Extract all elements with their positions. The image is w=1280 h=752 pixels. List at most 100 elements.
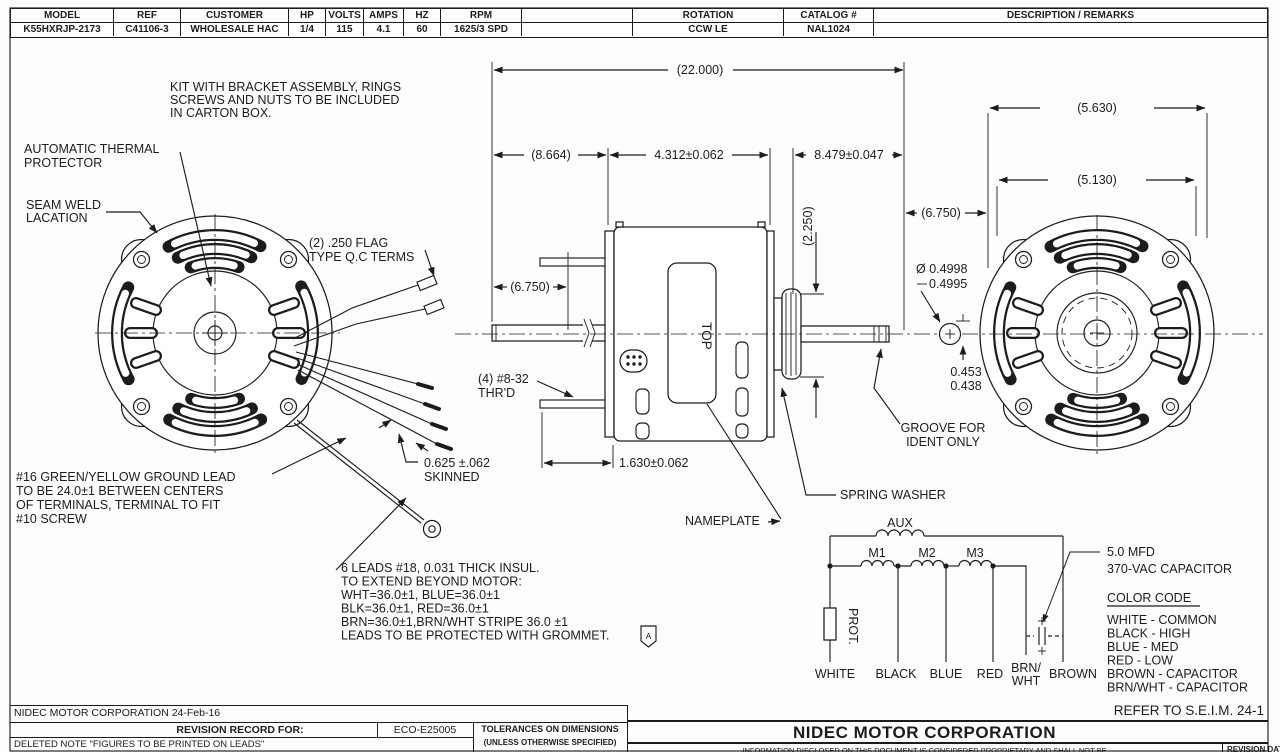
- svg-text:0.438: 0.438: [950, 379, 981, 393]
- dim-left-shaft: (6.750): [510, 280, 550, 294]
- svg-text:TO BE 24.0±1 BETWEEN CENTERS: TO BE 24.0±1 BETWEEN CENTERS: [16, 484, 223, 498]
- capacitor-symbol: [1026, 617, 1063, 655]
- dim-left-len: (8.664): [531, 148, 571, 162]
- val-ref: C41106-3: [114, 22, 181, 36]
- lead-red: RED: [977, 667, 1003, 681]
- lead-black: BLACK: [876, 667, 918, 681]
- motor-leads: [292, 274, 453, 539]
- svg-text:WHT: WHT: [1012, 674, 1041, 688]
- svg-text:PROTECTOR: PROTECTOR: [24, 156, 102, 170]
- title-table: MODEL REF CUSTOMER HP VOLTS AMPS HZ RPM …: [10, 8, 1268, 38]
- svg-text:BLACK - HIGH: BLACK - HIGH: [1107, 627, 1190, 641]
- col-description: DESCRIPTION / REMARKS: [874, 9, 1267, 23]
- revision-record-label: REVISION RECORD FOR:: [176, 724, 304, 736]
- leader-lines: [106, 151, 941, 571]
- val-model: K55HXRJP-2173: [11, 22, 114, 36]
- val-customer: WHOLESALE HAC: [181, 22, 289, 36]
- svg-text:RED - LOW: RED - LOW: [1107, 654, 1173, 668]
- svg-text:IN CARTON BOX.: IN CARTON BOX.: [170, 106, 272, 120]
- col-blank: [522, 9, 633, 23]
- titleblock-border: [627, 742, 1268, 744]
- svg-text:LEADS TO BE PROTECTED WITH GRO: LEADS TO BE PROTECTED WITH GROMMET.: [341, 629, 609, 643]
- wiring-diagram: [823, 529, 1200, 662]
- val-description: [874, 23, 1267, 37]
- svg-text:SCREWS AND NUTS TO BE INCLUDED: SCREWS AND NUTS TO BE INCLUDED: [170, 93, 399, 107]
- svg-text:BRN/WHT - CAPACITOR: BRN/WHT - CAPACITOR: [1107, 681, 1248, 695]
- col-hz: HZ: [404, 9, 441, 23]
- skinned-note: 0.625 ±.062: [424, 456, 490, 470]
- tolerances-line2: (UNLESS OTHERWISE SPECIFIED): [483, 738, 617, 747]
- flag-terminal: [416, 274, 438, 292]
- svg-text:BROWN - CAPACITOR: BROWN - CAPACITOR: [1107, 667, 1238, 681]
- groove-label: GROOVE FOR: [901, 421, 986, 435]
- prot-label: PROT.: [846, 608, 860, 645]
- revision-date-label: REVISION DATE :: [1227, 745, 1280, 752]
- dim-stud-len: 1.630±0.062: [619, 456, 688, 470]
- aux-winding: [875, 529, 925, 537]
- col-ref: REF: [114, 9, 181, 23]
- capacitor-note: 5.0 MFD: [1107, 545, 1155, 559]
- leads-note: 6 LEADS #18, 0.031 THICK INSUL.: [341, 561, 539, 575]
- svg-text:A: A: [646, 632, 652, 641]
- col-rpm: RPM: [441, 9, 522, 23]
- tolerances-box: TOLERANCES ON DIMENSIONS (UNLESS OTHERWI…: [474, 723, 626, 749]
- svg-text:SKINNED: SKINNED: [424, 470, 480, 484]
- shaft-section: [938, 322, 962, 346]
- val-rotation: CCW LE: [633, 22, 784, 36]
- dim-mid-len: 4.312±0.062: [654, 148, 723, 162]
- side-view-motor: [491, 221, 890, 442]
- aux-label: AUX: [887, 516, 913, 530]
- col-catalog: CATALOG #: [784, 9, 874, 23]
- val-hp: 1/4: [289, 22, 326, 36]
- centerlines: [95, 214, 1263, 456]
- tolerances-line1: TOLERANCES ON DIMENSIONS: [481, 724, 619, 734]
- svg-text:#10 SCREW: #10 SCREW: [16, 512, 87, 526]
- proprietary-note: INFORMATION DISCLOSED ON THIS DOCUMENT I…: [742, 746, 1107, 752]
- footer-divider: [10, 737, 473, 738]
- thrd-note: (4) #8-32: [478, 372, 529, 386]
- titleblock-border: [627, 720, 1268, 722]
- extension-lines: [491, 62, 1208, 468]
- svg-text:TYPE Q.C TERMS: TYPE Q.C TERMS: [309, 250, 414, 264]
- footer-divider: [10, 705, 627, 706]
- col-hp: HP: [289, 9, 326, 23]
- thermal-protector-note: AUTOMATIC THERMAL: [24, 142, 159, 156]
- m1-winding: [860, 560, 895, 567]
- company-title: NIDEC MOTOR CORPORATION: [792, 723, 1057, 742]
- svg-text:BLK=36.0±1, RED=36.0±1: BLK=36.0±1, RED=36.0±1: [341, 602, 489, 616]
- col-customer: CUSTOMER: [181, 9, 289, 23]
- lead-blue: BLUE: [930, 667, 963, 681]
- color-code-title: COLOR CODE: [1107, 591, 1191, 605]
- svg-text:THR'D: THR'D: [478, 386, 515, 400]
- col-model: MODEL: [11, 9, 114, 23]
- titleblock-border: [1222, 742, 1223, 752]
- svg-text:BRN=36.0±1,BRN/WHT STRIPE 36.0: BRN=36.0±1,BRN/WHT STRIPE 36.0 ±1: [341, 615, 568, 629]
- lead-brnwht: BRN/: [1011, 661, 1041, 675]
- val-blank: [522, 22, 633, 36]
- dim-flat: 0.453: [950, 365, 981, 379]
- corp-date-line: NIDEC MOTOR CORPORATION 24-Feb-16: [14, 707, 221, 719]
- flag-terms-note: (2) .250 FLAG: [309, 236, 388, 250]
- svg-text:IDENT ONLY: IDENT ONLY: [906, 435, 981, 449]
- flag-terminal: [423, 298, 445, 316]
- val-amps: 4.1: [364, 22, 404, 36]
- eco-number: ECO-E25005: [393, 724, 457, 736]
- dim-shaft-dia: Ø 0.4998: [916, 262, 967, 276]
- val-hz: 60: [404, 22, 441, 36]
- kit-note: KIT WITH BRACKET ASSEMBLY, RINGS: [170, 80, 401, 94]
- svg-text:0.4995: 0.4995: [929, 277, 967, 291]
- val-catalog: NAL1024: [784, 22, 874, 36]
- col-rotation: ROTATION: [633, 9, 784, 23]
- seam-weld-note: SEAM WELD: [26, 198, 101, 212]
- lead-grommet: [619, 349, 648, 373]
- svg-text:OF TERMINALS, TERMINAL TO FIT: OF TERMINALS, TERMINAL TO FIT: [16, 498, 221, 512]
- footer-divider: [10, 722, 627, 723]
- val-volts: 115: [326, 22, 364, 36]
- spring-washer-label: SPRING WASHER: [840, 488, 946, 502]
- m2-label: M2: [918, 546, 935, 560]
- m2-winding: [910, 560, 945, 567]
- nameplate-outline: [667, 262, 717, 404]
- footer-divider: [377, 722, 378, 737]
